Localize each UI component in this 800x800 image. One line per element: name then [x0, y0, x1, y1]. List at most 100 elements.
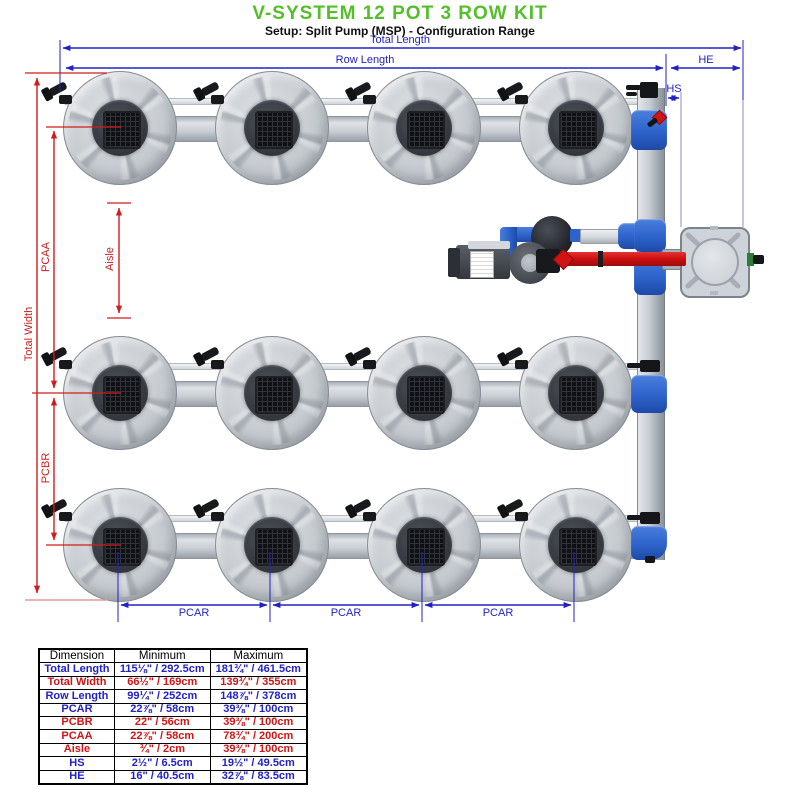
reservoir-extension-lines	[680, 92, 744, 227]
row2-black-tee	[640, 360, 660, 372]
total-length-label: Total Length	[370, 34, 430, 46]
pump-volute-hub	[521, 254, 539, 272]
pump-motor-top	[468, 241, 510, 249]
table-header-row: Dimension Minimum Maximum	[38, 648, 308, 664]
table-cell: Aisle	[38, 742, 115, 758]
drip-tee-fitting	[363, 360, 376, 369]
net-pot-grid	[103, 528, 141, 566]
reservoir-drain-knob	[753, 255, 764, 264]
table-cell: Row Length	[38, 689, 115, 704]
table-cell: Total Length	[38, 662, 115, 677]
table-cell: 39⅜" / 100cm	[209, 715, 308, 731]
table-cell: Total Width	[38, 675, 115, 691]
vertical-manifold-pipe	[637, 88, 665, 560]
reservoir-drain-green	[747, 253, 754, 266]
net-pot-grid	[103, 376, 141, 414]
table-cell: 181¾" / 461.5cm	[209, 662, 308, 677]
pcaa-label: PCAA	[40, 242, 52, 272]
row2-black-nub	[627, 363, 641, 368]
reservoir-tab	[710, 226, 718, 230]
table-header-maximum: Maximum	[209, 648, 308, 664]
manifold-top-nub	[626, 85, 641, 90]
drip-tee-fitting	[59, 512, 72, 521]
table-cell: 139¾" / 355cm	[209, 675, 308, 691]
pump-motor-cap	[448, 248, 460, 277]
manifold-top-nub	[626, 92, 637, 96]
pcar-label-2: PCAR	[330, 607, 362, 619]
pot	[352, 488, 481, 602]
pot	[48, 71, 177, 185]
table-cell: PCBR	[38, 715, 115, 731]
reservoir-junction-upper	[634, 219, 666, 252]
row3-black-nub	[627, 515, 641, 520]
drip-tee-fitting	[59, 95, 72, 104]
total-width-label: Total Width	[23, 306, 35, 362]
reservoir-tank	[680, 226, 750, 298]
net-pot-grid	[103, 111, 141, 149]
drip-tee-fitting	[211, 360, 224, 369]
row2-manifold-tee	[631, 375, 667, 413]
net-pot-grid	[559, 111, 597, 149]
row3-manifold-elbow	[631, 526, 667, 560]
pot	[504, 71, 633, 185]
drip-tee-fitting	[59, 360, 72, 369]
red-pipe-coupler	[598, 251, 603, 267]
table-header-minimum: Minimum	[113, 648, 211, 664]
net-pot-grid	[559, 376, 597, 414]
table-cell: 78¾" / 200cm	[209, 729, 308, 744]
table-cell: 39⅜" / 100cm	[209, 702, 308, 717]
pot	[200, 488, 329, 602]
table-cell: 16" / 40.5cm	[113, 769, 211, 785]
table-cell: 19½" / 49.5cm	[209, 756, 308, 771]
table-cell: 22⅞" / 58cm	[113, 702, 211, 717]
net-pot-grid	[407, 528, 445, 566]
table-cell: PCAA	[38, 729, 115, 744]
row-length-label: Row Length	[335, 54, 395, 66]
pcar-label-1: PCAR	[178, 607, 210, 619]
manifold-top-tee	[640, 82, 658, 98]
pcar-label-3: PCAR	[482, 607, 514, 619]
table-cell: 66½" / 169cm	[113, 675, 211, 691]
table-cell: HS	[38, 756, 115, 771]
page-subtitle: Setup: Split Pump (MSP) - Configuration …	[265, 24, 535, 38]
table-cell: 115⅛" / 292.5cm	[113, 662, 211, 677]
table-cell: ¾" / 2cm	[113, 742, 211, 758]
pot	[48, 488, 177, 602]
table-cell: 22⅞" / 58cm	[113, 729, 211, 744]
filter-outlet-collar	[570, 229, 582, 242]
table-cell: 39⅜" / 100cm	[209, 742, 308, 758]
pot	[352, 71, 481, 185]
hs-label: HS	[666, 83, 682, 95]
reservoir-lid	[691, 238, 739, 286]
net-pot-grid	[407, 376, 445, 414]
pot	[48, 336, 177, 450]
pot	[352, 336, 481, 450]
table-header-dimension: Dimension	[38, 648, 115, 664]
drip-tee-fitting	[515, 360, 528, 369]
table-cell: 22" / 56cm	[113, 715, 211, 731]
table-cell: 99¼" / 252cm	[113, 689, 211, 704]
pcbr-label: PCBR	[40, 452, 52, 484]
supply-red-pipe	[564, 252, 686, 266]
net-pot-grid	[255, 111, 293, 149]
drip-tee-fitting	[211, 95, 224, 104]
he-label: HE	[698, 54, 714, 66]
pot	[200, 71, 329, 185]
table-cell: HE	[38, 769, 115, 785]
table-cell: 2½" / 6.5cm	[113, 756, 211, 771]
drip-tee-fitting	[515, 512, 528, 521]
pot	[200, 336, 329, 450]
net-pot-grid	[407, 111, 445, 149]
drip-tee-fitting	[515, 95, 528, 104]
